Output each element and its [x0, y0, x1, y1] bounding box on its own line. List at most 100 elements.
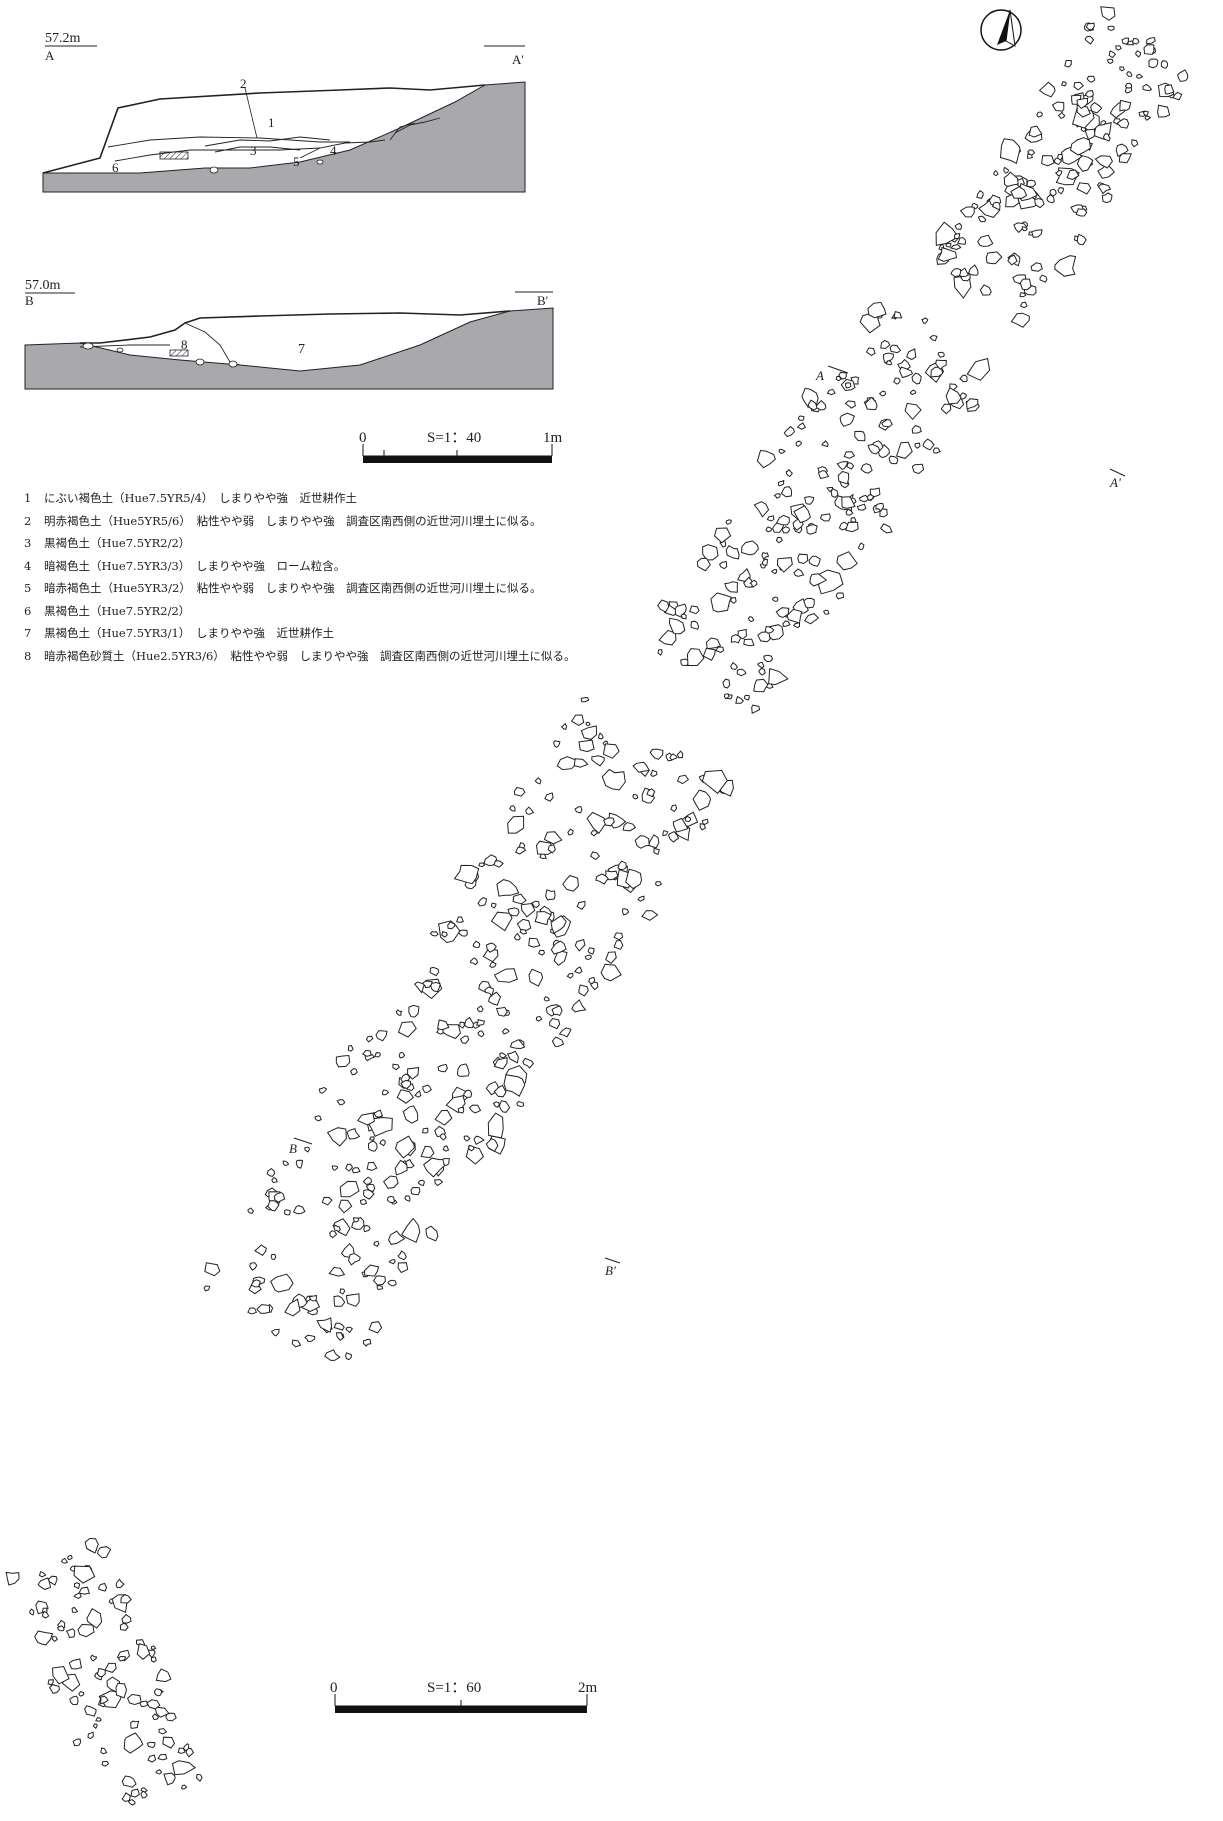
stone-outline — [580, 725, 598, 740]
stone-outline — [993, 169, 999, 177]
stone-outline — [556, 756, 577, 771]
stone-outline — [1046, 193, 1055, 204]
stone-outline — [314, 1115, 322, 1122]
stone-outline — [506, 1050, 519, 1064]
stone-outline — [374, 1052, 381, 1058]
stone-outline — [395, 1009, 403, 1016]
stone-outline — [1148, 58, 1159, 69]
stone-outline — [1034, 197, 1045, 209]
stone-outline — [362, 1049, 372, 1057]
stone-outline — [397, 1250, 407, 1261]
stone-outline — [120, 1594, 132, 1604]
stone-outline — [1057, 111, 1066, 119]
stone-outline — [724, 581, 738, 593]
stone-outline — [414, 1090, 422, 1098]
stone-outline — [333, 1295, 346, 1307]
stone-outline — [1118, 153, 1132, 164]
stone-outline — [151, 1713, 160, 1721]
stone-outline — [735, 695, 745, 704]
stone-outline — [181, 1784, 188, 1790]
stone-outline — [820, 513, 831, 522]
stone-outline — [778, 448, 786, 454]
stone-outline — [121, 1792, 131, 1803]
stone-outline — [345, 1293, 360, 1307]
stone-outline — [338, 1199, 353, 1214]
stone-outline — [815, 399, 827, 411]
stone-outline — [844, 400, 856, 409]
stone-outline — [766, 515, 775, 522]
stone-outline — [407, 1067, 420, 1080]
stone-outline — [86, 1608, 103, 1629]
stone-outline — [601, 768, 626, 791]
stone-outline — [837, 470, 850, 485]
stone-outline — [397, 1021, 417, 1038]
stone-outline — [550, 915, 567, 934]
stone-outline — [1094, 155, 1113, 169]
stone-outline — [780, 486, 793, 498]
stone-outline — [702, 647, 716, 661]
stone-outline — [718, 561, 728, 570]
stone-outline — [394, 1159, 408, 1176]
stone-outline — [308, 1295, 318, 1302]
stone-outline — [490, 911, 513, 932]
stone-outline — [553, 950, 568, 966]
stone-outline — [247, 1207, 255, 1214]
stone-outline — [1019, 301, 1028, 309]
stone-outline — [637, 895, 645, 902]
legend-text: 明赤褐色土（Hue5YR5/6） 粘性やや弱 しまりやや強 調査区南西側の近世河… — [44, 513, 542, 528]
stone-outline — [365, 1183, 376, 1193]
stone-outline — [77, 1623, 95, 1638]
plan-scale-zero: 0 — [330, 1680, 338, 1696]
plan-scale-label: S=1：60 — [427, 1680, 481, 1696]
stone-outline — [653, 847, 661, 855]
stone-outline — [115, 1578, 125, 1589]
stone-outline — [1142, 110, 1149, 117]
legend-number: 5 — [24, 581, 32, 595]
legend-number: 3 — [24, 536, 32, 550]
stone-outline — [741, 540, 759, 556]
stone-outline — [854, 430, 866, 442]
stone-outline — [74, 1582, 81, 1590]
stone-outline — [96, 1667, 106, 1678]
stone-outline — [71, 1606, 79, 1613]
stone-outline — [730, 634, 741, 644]
plan-section-markers: A A' B B' — [289, 365, 1126, 1278]
stone-outline — [625, 868, 643, 890]
stone-outline — [880, 523, 893, 534]
stone-outline — [945, 242, 952, 248]
stone-outline — [375, 1030, 388, 1042]
stone-outline — [48, 1575, 58, 1586]
stone-outline — [570, 714, 585, 726]
stone-outline — [482, 948, 499, 963]
stone-outline — [516, 918, 532, 931]
stone-outline — [472, 940, 481, 948]
legend-number: 1 — [24, 491, 32, 505]
stone-outline — [388, 1258, 396, 1265]
stone-outline — [1136, 73, 1144, 79]
stone-outline — [492, 1101, 500, 1108]
stone-outline — [1076, 233, 1087, 246]
stone-outline — [503, 1074, 526, 1097]
stone-outline — [544, 792, 554, 802]
stone-outline — [417, 1179, 425, 1186]
legend-text: 暗赤褐色砂質土（Hue2.5YR3/6） 粘性やや弱 しまりやや強 調査区南西側… — [44, 648, 576, 663]
stone-outline — [857, 542, 865, 551]
stone-outline — [558, 1027, 572, 1038]
stone-outline — [1090, 101, 1103, 114]
stone-outline — [104, 1662, 117, 1673]
stone-outline — [72, 1738, 82, 1747]
stone-outline — [590, 829, 598, 837]
stone-outline — [888, 455, 899, 465]
stone-outline — [574, 806, 583, 814]
stone-outline — [547, 844, 556, 854]
section-a-end-label: A' — [512, 52, 524, 67]
stone-outline — [1026, 179, 1037, 188]
stone-outline — [809, 573, 828, 587]
legend-text: 黒褐色土（Hue7.5YR2/2） — [44, 603, 191, 618]
stone-outline — [686, 648, 705, 666]
stone-outline — [78, 1691, 85, 1697]
stone-outline — [493, 968, 518, 983]
stone-outline — [608, 812, 627, 829]
